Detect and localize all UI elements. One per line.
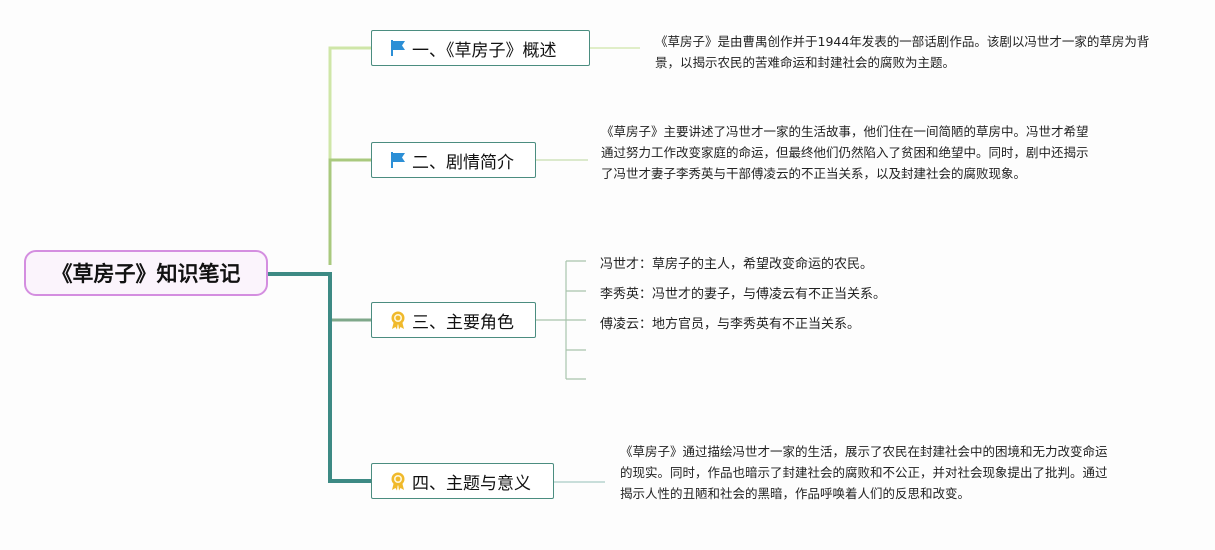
note-overview: 《草房子》是由曹禺创作并于1944年发表的一部话剧作品。该剧以冯世才一家的草房为… bbox=[655, 34, 1150, 70]
character-item[interactable]: 冯世才：草房子的主人，希望改变命运的农民。 bbox=[600, 257, 874, 272]
connector-branch-2 bbox=[328, 158, 371, 265]
connector-branch-1 bbox=[328, 46, 371, 265]
branch-label: 三、主要角色 bbox=[412, 312, 514, 333]
branch-label: 四、主题与意义 bbox=[412, 473, 531, 494]
connector-branch-4 bbox=[268, 272, 371, 483]
branch-topic-characters[interactable]: 三、主要角色 bbox=[371, 302, 536, 338]
branch-topic-theme[interactable]: 四、主题与意义 bbox=[371, 463, 554, 499]
award-ribbon-icon bbox=[388, 471, 408, 491]
blue-flag-icon bbox=[388, 38, 408, 58]
character-item[interactable]: 傅凌云：地方官员，与李秀英有不正当关系。 bbox=[600, 317, 861, 332]
root-topic-title: 《草房子》知识笔记 bbox=[51, 262, 241, 286]
root-topic[interactable]: 《草房子》知识笔记 bbox=[24, 250, 268, 296]
blue-flag-icon bbox=[388, 150, 408, 170]
character-item[interactable]: 李秀英：冯世才的妻子，与傅凌云有不正当关系。 bbox=[600, 287, 887, 302]
branch-topic-overview[interactable]: 一、《草房子》概述 bbox=[371, 30, 590, 66]
branch-label: 二、剧情简介 bbox=[412, 152, 514, 173]
branch-label: 一、《草房子》概述 bbox=[412, 40, 557, 61]
note-theme: 《草房子》通过描绘冯世才一家的生活，展示了农民在封建社会中的困境和无力改变命运的… bbox=[620, 444, 1108, 501]
note-plot: 《草房子》主要讲述了冯世才一家的生活故事，他们住在一间简陋的草房中。冯世才希望通… bbox=[601, 124, 1089, 181]
award-ribbon-icon bbox=[388, 310, 408, 330]
branch-topic-plot[interactable]: 二、剧情简介 bbox=[371, 142, 536, 178]
connector-branch-3 bbox=[268, 272, 371, 322]
